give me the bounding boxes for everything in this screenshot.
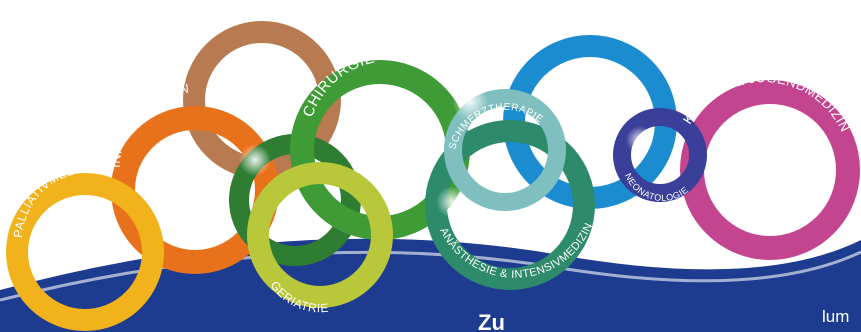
glow-2: [239, 144, 271, 176]
banner-text-left: Zu: [478, 310, 505, 332]
glow-4: [436, 186, 468, 218]
banner-text-right: lum: [822, 307, 849, 326]
ring-schmerz: [444, 89, 566, 211]
ring-neonatologie: [613, 108, 707, 202]
glow-3: [626, 126, 654, 154]
glow-1: [452, 84, 488, 120]
ring-anaesthesie: [425, 120, 595, 290]
label-zna: ZNA: [296, 215, 322, 229]
ring-palliativ: [6, 173, 164, 331]
ring-geriatrie: [247, 162, 393, 308]
ring-kinder: [680, 80, 860, 260]
